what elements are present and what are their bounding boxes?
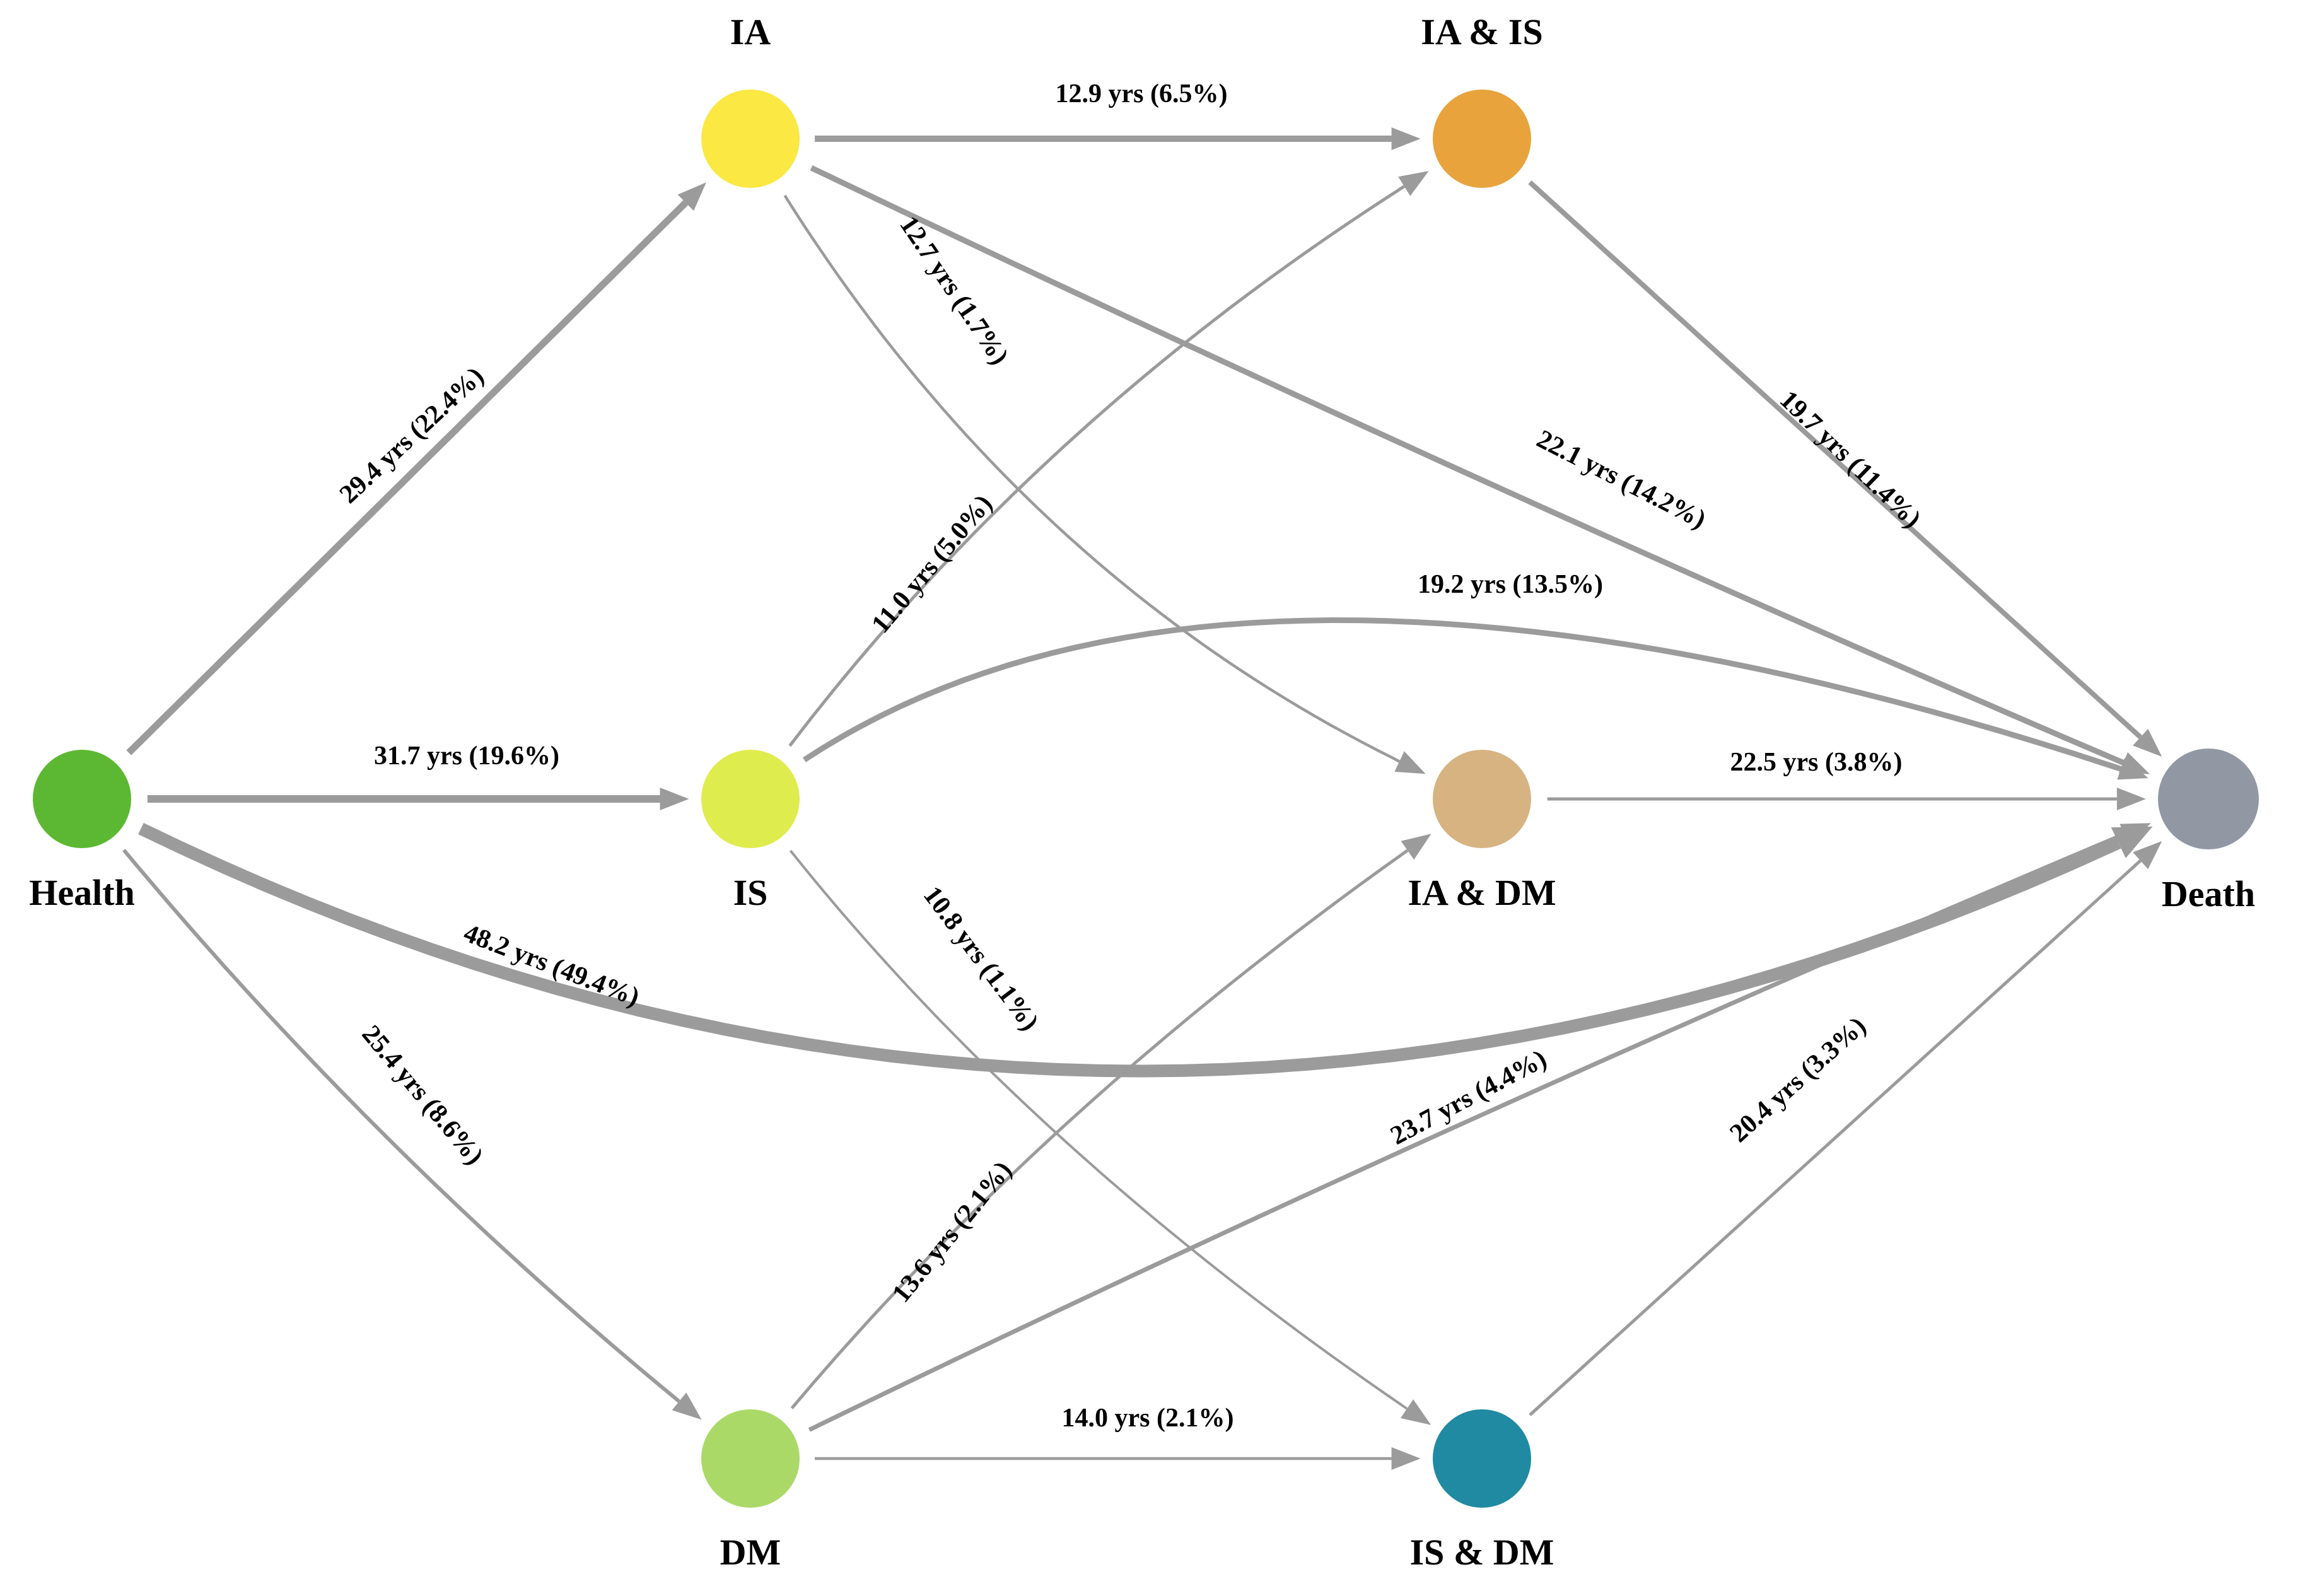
arrowhead-icon-is-is_dm <box>1401 1399 1431 1425</box>
edge-line-is-ia_is <box>788 185 1406 747</box>
edge-line-ia-death <box>810 165 2125 766</box>
edge-line-ia-ia_dm <box>783 194 1401 763</box>
arrowhead-icon-ia_is-death <box>2133 728 2162 757</box>
node-health <box>33 750 131 848</box>
node-label-ia_dm: IA & DM <box>1408 872 1556 913</box>
arrowhead-icon-dm-is_dm <box>1391 1447 1421 1470</box>
edge-line-dm-ia_dm <box>790 849 1409 1409</box>
edge-line-is_dm-death <box>1529 859 2142 1416</box>
node-is <box>701 750 800 848</box>
edge-label-is-death: 19.2 yrs (13.5%) <box>1418 570 1603 599</box>
arrowhead-icon-health-is <box>660 788 689 810</box>
edge-label-health-dm: 25.4 yrs (8.6%) <box>356 1020 489 1170</box>
edge-label-is-ia_is: 11.0 yrs (5.0%) <box>866 489 998 639</box>
edge-label-dm-is_dm: 14.0 yrs (2.1%) <box>1062 1404 1234 1433</box>
node-is_dm <box>1433 1409 1531 1508</box>
edge-label-dm-ia_dm: 13.6 yrs (2.1%) <box>887 1156 1018 1308</box>
node-label-is: IS <box>733 872 768 913</box>
arrowhead-icon-is-death <box>2117 758 2148 780</box>
node-ia_is <box>1433 90 1531 188</box>
arrowhead-icon-ia-ia_dm <box>1394 751 1426 774</box>
edge-label-is_dm-death: 20.4 yrs (3.3%) <box>1724 1011 1872 1148</box>
edge-line-health-dm <box>122 849 680 1403</box>
edge-line-is-is_dm <box>789 849 1408 1410</box>
arrowhead-icon-health-dm <box>672 1392 702 1420</box>
node-ia <box>701 90 800 188</box>
edge-label-health-is: 31.7 yrs (19.6%) <box>374 742 559 771</box>
node-label-dm: DM <box>720 1532 781 1573</box>
arrowhead-icon-dm-ia_dm <box>1401 834 1431 860</box>
node-label-death: Death <box>2162 873 2255 914</box>
edge-line-is-death <box>802 617 2122 772</box>
node-ia_dm <box>1433 750 1531 848</box>
edge-line-dm-death <box>808 832 2125 1432</box>
node-death <box>2158 748 2259 849</box>
arrowhead-icon-ia_dm-death <box>2116 788 2146 810</box>
edge-label-health-ia: 29.4 yrs (22.4%) <box>334 361 489 509</box>
edge-line-health-death <box>138 822 2121 1078</box>
edge-line-health-ia <box>126 200 689 755</box>
arrowhead-icon-ia-ia_is <box>1391 127 1421 150</box>
edge-label-ia_is-death: 19.7 yrs (11.4%) <box>1774 385 1927 534</box>
arrowhead-icon-is-ia_is <box>1398 171 1429 196</box>
edge-label-ia_dm-death: 22.5 yrs (3.8%) <box>1730 748 1903 777</box>
node-dm <box>701 1409 800 1508</box>
edge-label-dm-death: 23.7 yrs (4.4%) <box>1386 1044 1552 1151</box>
arrowhead-icon-dm-death <box>2119 823 2151 845</box>
edge-label-ia-death: 22.1 yrs (14.2%) <box>1532 424 1710 534</box>
node-label-ia: IA <box>730 11 771 52</box>
arrowhead-icon-health-ia <box>677 182 706 211</box>
arrowhead-icon-is_dm-death <box>2133 841 2162 870</box>
edge-label-is-is_dm: 10.8 yrs (1.1%) <box>918 881 1044 1036</box>
edge-label-ia-ia_is: 12.9 yrs (6.5%) <box>1056 79 1228 108</box>
edge-line-ia_is-death <box>1528 180 2142 740</box>
node-label-health: Health <box>29 872 135 913</box>
node-label-ia_is: IA & IS <box>1421 11 1542 52</box>
node-label-is_dm: IS & DM <box>1410 1532 1554 1573</box>
